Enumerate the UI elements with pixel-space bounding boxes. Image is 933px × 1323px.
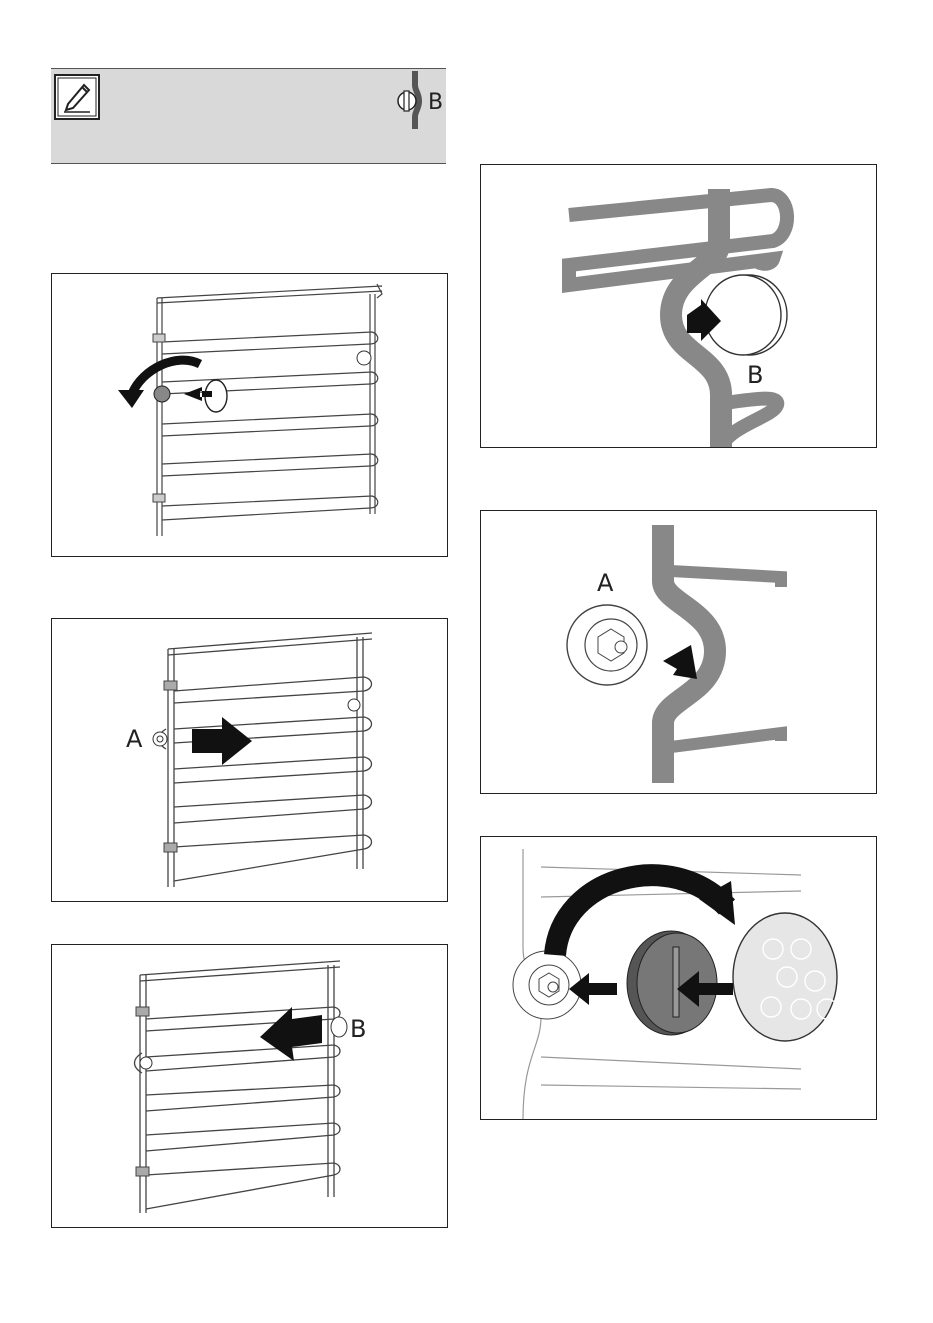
part-label-b: B — [428, 92, 443, 114]
insert-rack-a-illustration: A — [51, 618, 448, 902]
part-label-b: B — [350, 1017, 366, 1041]
fit-cover-illustration — [480, 836, 877, 1120]
rack-clip-icon — [389, 71, 429, 129]
cap-detail-b-illustration: B — [480, 164, 877, 448]
part-label-b: B — [747, 363, 763, 387]
note-box: B — [51, 68, 446, 164]
nut-detail-a-illustration: A — [480, 510, 877, 794]
part-label-a: A — [126, 727, 142, 751]
insert-rack-b-illustration: B — [51, 944, 448, 1228]
part-label-a: A — [597, 571, 613, 595]
remove-cap-illustration — [51, 273, 448, 557]
pencil-note-icon — [54, 74, 100, 120]
